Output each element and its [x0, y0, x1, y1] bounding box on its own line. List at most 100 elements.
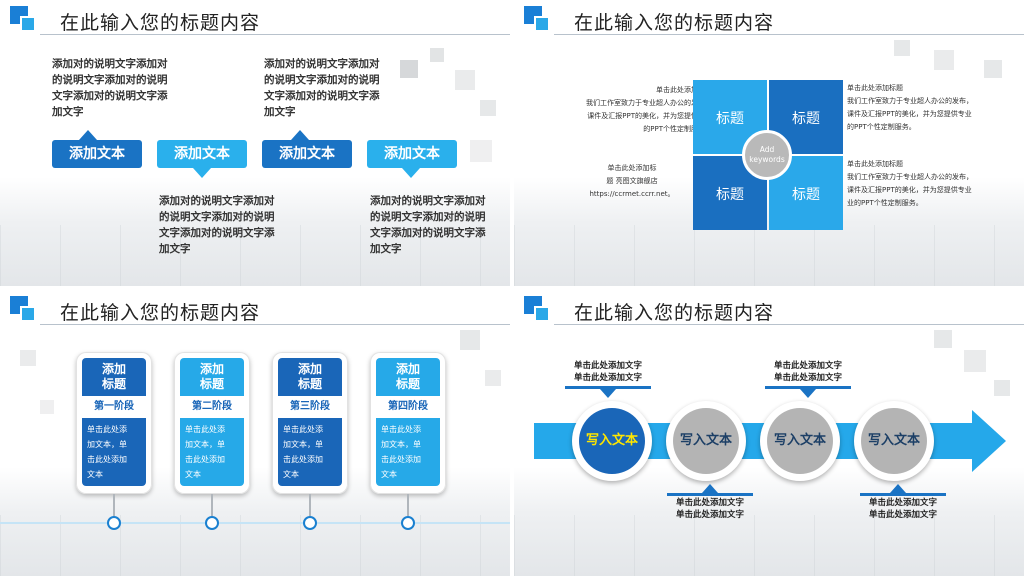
- body-line: 击此处添加: [283, 455, 323, 464]
- description-text: 添加对的说明文字添加对的说明文字添加对的说明文字添加对的说明文字添加文字: [52, 58, 168, 118]
- stage-card[interactable]: 添加标题 第四阶段 单击此处添加文本，单击此处添加文本: [370, 352, 446, 494]
- label-bottom: 单击此处添加文字单击此处添加文字: [665, 497, 755, 521]
- body-line: 加文本，单: [283, 440, 323, 449]
- card-title: 标题: [297, 377, 322, 391]
- logo-mark: [10, 6, 38, 34]
- body-line: 加文本，单: [87, 440, 127, 449]
- pointer-down: [600, 389, 616, 398]
- text-line: 课件及汇报PPT的美化，并为您提供专业: [847, 110, 972, 118]
- label-bar: [565, 386, 651, 389]
- body-line: 单击此处添: [185, 425, 225, 434]
- slide-2[interactable]: 在此输入您的标题内容 单击此处添加标题 我们工作室致力于专业超人办公的发布， 课…: [514, 0, 1024, 286]
- stage-card[interactable]: 添加标题 第一阶段 单击此处添加文本，单击此处添加文本: [76, 352, 152, 494]
- body-line: 文本: [381, 470, 397, 479]
- pointer-down: [402, 168, 420, 178]
- stage-card[interactable]: 添加标题 第三阶段 单击此处添加文本，单击此处添加文本: [272, 352, 348, 494]
- decor-square: [470, 140, 492, 162]
- step-circle[interactable]: 写入文本: [854, 401, 934, 481]
- decor-square: [400, 60, 418, 78]
- label-top: 单击此处添加文字单击此处添加文字: [763, 360, 853, 384]
- tag-button[interactable]: 添加文本: [262, 140, 352, 168]
- puzzle-piece[interactable]: 标题: [769, 156, 843, 230]
- body-line: 单击此处添: [283, 425, 323, 434]
- label-line: 单击此处添加文字: [773, 373, 842, 383]
- floor-grid: [0, 225, 510, 286]
- step-circle[interactable]: 写入文本: [760, 401, 840, 481]
- body-line: 加文本，单: [381, 440, 421, 449]
- label-bar: [765, 386, 851, 389]
- slide-3[interactable]: 在此输入您的标题内容 添加标题 第一阶段 单击此处添加文本，单击此处添加文本 添…: [0, 290, 510, 576]
- tag-button[interactable]: 添加文本: [157, 140, 247, 168]
- decor-square: [934, 330, 952, 348]
- decor-square: [485, 370, 501, 386]
- card-stem: [407, 494, 409, 516]
- logo-mark: [524, 6, 552, 34]
- tag-button[interactable]: 添加文本: [52, 140, 142, 168]
- description-text: 添加对的说明文字添加对的说明文字添加对的说明文字添加对的说明文字添加文字: [264, 58, 380, 118]
- slide-title: 在此输入您的标题内容: [574, 302, 775, 324]
- stage-label: 第三阶段: [278, 397, 342, 417]
- slide-title: 在此输入您的标题内容: [60, 302, 261, 324]
- label-line: 单击此处添加文字: [573, 361, 642, 371]
- step-circle[interactable]: 写入文本: [572, 401, 652, 481]
- tag-button[interactable]: 添加文本: [367, 140, 457, 168]
- text-line: 单击此处添加标: [607, 164, 657, 172]
- body-line: 击此处添加: [381, 455, 421, 464]
- text-heading: 单击此处添加标题: [847, 84, 903, 92]
- description-text: 添加对的说明文字添加对的说明文字添加对的说明文字添加对的说明文字添加文字: [370, 195, 486, 255]
- text-block: 单击此处添加标题 我们工作室致力于专业超人办公的发布， 课件及汇报PPT的美化，…: [847, 82, 1017, 134]
- decor-square: [994, 380, 1010, 396]
- card-title: 添加: [199, 362, 224, 376]
- decor-square: [480, 100, 496, 116]
- label-line: 单击此处添加文字: [868, 510, 937, 520]
- label-bar: [860, 493, 946, 496]
- keyword-line: keywords: [749, 155, 785, 164]
- card-header: 添加标题: [82, 358, 146, 396]
- text-heading: 单击此处添加标题: [847, 160, 903, 168]
- title-rule: [40, 324, 510, 325]
- step-circle[interactable]: 写入文本: [666, 401, 746, 481]
- timeline-node[interactable]: [205, 516, 219, 530]
- decor-square: [984, 60, 1002, 78]
- timeline: [0, 522, 510, 524]
- title-rule: [554, 324, 1024, 325]
- keyword-circle[interactable]: Add keywords: [742, 130, 792, 180]
- text-block: 单击此处添加标 题 亮图文旗舰店 https://ccrmet.ccrr.net…: [582, 162, 682, 201]
- label-line: 单击此处添加文字: [868, 498, 937, 508]
- body-line: 单击此处添: [87, 425, 127, 434]
- puzzle-label: 标题: [792, 111, 820, 127]
- card-body: 单击此处添加文本，单击此处添加文本: [180, 418, 244, 486]
- pointer-up: [890, 484, 906, 493]
- card-title: 添加: [101, 362, 126, 376]
- timeline-node[interactable]: [401, 516, 415, 530]
- slide-1[interactable]: 在此输入您的标题内容 添加对的说明文字添加对的说明文字添加对的说明文字添加对的说…: [0, 0, 510, 286]
- timeline-node[interactable]: [107, 516, 121, 530]
- stage-card[interactable]: 添加标题 第二阶段 单击此处添加文本，单击此处添加文本: [174, 352, 250, 494]
- label-bottom: 单击此处添加文字单击此处添加文字: [858, 497, 948, 521]
- text-block: 单击此处添加标题 我们工作室致力于专业超人办公的发布， 课件及汇报PPT的美化，…: [542, 84, 712, 136]
- pointer-down: [193, 168, 211, 178]
- card-header: 添加标题: [376, 358, 440, 396]
- card-title: 添加: [395, 362, 420, 376]
- title-rule: [554, 34, 1024, 35]
- slide-4[interactable]: 在此输入您的标题内容 单击此处添加文字单击此处添加文字 单击此处添加文字单击此处…: [514, 290, 1024, 576]
- text-line: https://ccrmet.ccrr.net。: [589, 190, 675, 198]
- body-line: 单击此处添: [381, 425, 421, 434]
- logo-mark: [524, 296, 552, 324]
- decor-square: [455, 70, 475, 90]
- decor-square: [40, 400, 54, 414]
- pointer-up: [291, 130, 309, 140]
- label-line: 单击此处添加文字: [675, 510, 744, 520]
- puzzle-label: 标题: [716, 187, 744, 203]
- card-stem: [309, 494, 311, 516]
- slide-title: 在此输入您的标题内容: [60, 12, 261, 34]
- floor-grid: [514, 225, 1024, 286]
- title-rule: [40, 34, 510, 35]
- body-line: 文本: [283, 470, 299, 479]
- card-title: 标题: [101, 377, 126, 391]
- keyword-line: Add: [759, 145, 775, 154]
- pointer-up: [79, 130, 97, 140]
- label-line: 单击此处添加文字: [675, 498, 744, 508]
- card-stem: [113, 494, 115, 516]
- timeline-node[interactable]: [303, 516, 317, 530]
